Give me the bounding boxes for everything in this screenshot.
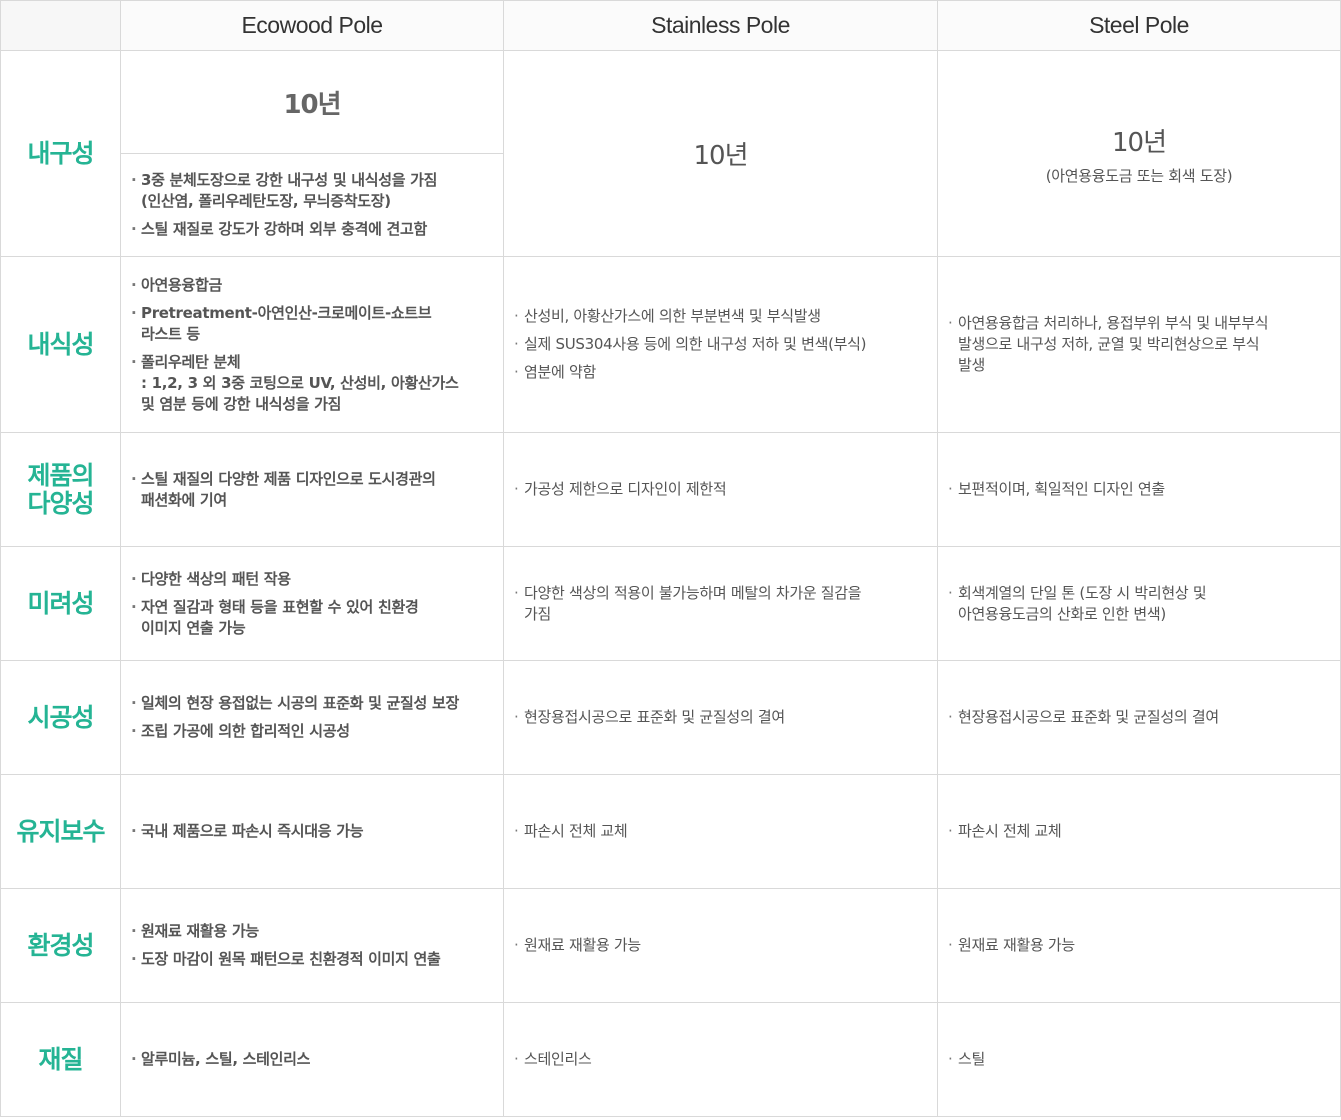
header-ecowood: Ecowood Pole bbox=[120, 0, 504, 51]
category-corrosion: 내식성 bbox=[0, 256, 121, 433]
category-material: 재질 bbox=[0, 1002, 121, 1117]
category-environment: 환경성 bbox=[0, 888, 121, 1003]
bullet-item: 보편적이며, 획일적인 디자인 연출 bbox=[948, 479, 1330, 500]
steel-durability-years: 10년 bbox=[1111, 127, 1167, 158]
ecowood-material-list: 알루미늄, 스틸, 스테인리스 bbox=[120, 1002, 504, 1117]
bullet-item: 파손시 전체 교체 bbox=[948, 821, 1330, 842]
bullet-item: 국내 제품으로 파손시 즉시대응 가능 bbox=[131, 821, 493, 842]
bullet-item: 현장용접시공으로 표준화 및 균질성의 결여 bbox=[514, 707, 927, 728]
bullet-item: 아연용융합금 bbox=[131, 275, 493, 296]
header-row: Ecowood Pole Stainless Pole Steel Pole bbox=[0, 0, 1341, 51]
bullet-item: 원재료 재활용 가능 bbox=[948, 935, 1330, 956]
row-aesthetics: 미려성 다양한 색상의 패턴 작용자연 질감과 형태 등을 표현할 수 있어 친… bbox=[0, 546, 1341, 661]
steel-material-list: 스틸 bbox=[937, 1002, 1341, 1117]
header-steel: Steel Pole bbox=[937, 0, 1341, 51]
category-aesthetics: 미려성 bbox=[0, 546, 121, 661]
header-stainless: Stainless Pole bbox=[503, 0, 938, 51]
ecowood-durability-years: 10년 bbox=[120, 50, 504, 154]
row-corrosion: 내식성 아연용융합금 Pretreatment-아연인산-크로메이트-쇼트브라스트… bbox=[0, 256, 1341, 433]
bullet-item: 원재료 재활용 가능 bbox=[131, 921, 493, 942]
stainless-environment-list: 원재료 재활용 가능 bbox=[503, 888, 938, 1003]
bullet-item: 산성비, 아황산가스에 의한 부분변색 및 부식발생 bbox=[514, 306, 927, 327]
steel-variety-list: 보편적이며, 획일적인 디자인 연출 bbox=[937, 432, 1341, 547]
category-variety: 제품의 다양성 bbox=[0, 432, 121, 547]
steel-durability-cell: 10년 (아연용융도금 또는 회색 도장) bbox=[937, 50, 1341, 257]
steel-construction-list: 현장용접시공으로 표준화 및 균질성의 결여 bbox=[937, 660, 1341, 775]
category-construction: 시공성 bbox=[0, 660, 121, 775]
category-maintenance: 유지보수 bbox=[0, 774, 121, 889]
bullet-item: 조립 가공에 의한 합리적인 시공성 bbox=[131, 721, 493, 742]
row-maintenance: 유지보수 국내 제품으로 파손시 즉시대응 가능 파손시 전체 교체 파손시 전… bbox=[0, 774, 1341, 889]
ecowood-maintenance-list: 국내 제품으로 파손시 즉시대응 가능 bbox=[120, 774, 504, 889]
stainless-durability-years: 10년 bbox=[503, 50, 938, 257]
bullet-item: 3중 분체도장으로 강한 내구성 및 내식성을 가짐(인산염, 폴리우레탄도장,… bbox=[131, 170, 493, 212]
category-durability: 내구성 bbox=[0, 50, 121, 257]
ecowood-construction-list: 일체의 현장 용접없는 시공의 표준화 및 균질성 보장조립 가공에 의한 합리… bbox=[120, 660, 504, 775]
bullet-item: 폴리우레탄 분체: 1,2, 3 외 3중 코팅으로 UV, 산성비, 아황산가… bbox=[131, 352, 493, 415]
header-corner bbox=[0, 0, 121, 51]
row-material: 재질 알루미늄, 스틸, 스테인리스 스테인리스 스틸 bbox=[0, 1002, 1341, 1117]
bullet-item: 도장 마감이 원목 패턴으로 친환경적 이미지 연출 bbox=[131, 949, 493, 970]
bullet-item: 알루미늄, 스틸, 스테인리스 bbox=[131, 1049, 493, 1070]
stainless-corrosion-list: 산성비, 아황산가스에 의한 부분변색 및 부식발생실제 SUS304사용 등에… bbox=[503, 256, 938, 433]
steel-maintenance-list: 파손시 전체 교체 bbox=[937, 774, 1341, 889]
bullet-item: 파손시 전체 교체 bbox=[514, 821, 927, 842]
steel-durability-note: (아연용융도금 또는 회색 도장) bbox=[1045, 166, 1233, 185]
bullet-item: 스틸 bbox=[948, 1049, 1330, 1070]
bullet-item: 스틸 재질로 강도가 강하며 외부 충격에 견고함 bbox=[131, 219, 493, 240]
stainless-material-list: 스테인리스 bbox=[503, 1002, 938, 1117]
bullet-item: 염분에 약함 bbox=[514, 362, 927, 383]
steel-environment-list: 원재료 재활용 가능 bbox=[937, 888, 1341, 1003]
row-durability: 내구성 10년 10년 10년 (아연용융도금 또는 회색 도장) bbox=[0, 50, 1341, 257]
bullet-item: 다양한 색상의 패턴 작용 bbox=[131, 569, 493, 590]
ecowood-durability-list: 3중 분체도장으로 강한 내구성 및 내식성을 가짐(인산염, 폴리우레탄도장,… bbox=[120, 153, 504, 257]
stainless-construction-list: 현장용접시공으로 표준화 및 균질성의 결여 bbox=[503, 660, 938, 775]
stainless-variety-list: 가공성 제한으로 디자인이 제한적 bbox=[503, 432, 938, 547]
ecowood-environment-list: 원재료 재활용 가능도장 마감이 원목 패턴으로 친환경적 이미지 연출 bbox=[120, 888, 504, 1003]
row-environment: 환경성 원재료 재활용 가능도장 마감이 원목 패턴으로 친환경적 이미지 연출… bbox=[0, 888, 1341, 1003]
row-durability-detail: 3중 분체도장으로 강한 내구성 및 내식성을 가짐(인산염, 폴리우레탄도장,… bbox=[1, 153, 1341, 257]
bullet-item: 일체의 현장 용접없는 시공의 표준화 및 균질성 보장 bbox=[131, 693, 493, 714]
ecowood-aesthetics-list: 다양한 색상의 패턴 작용자연 질감과 형태 등을 표현할 수 있어 친환경이미… bbox=[120, 546, 504, 661]
bullet-item: 가공성 제한으로 디자인이 제한적 bbox=[514, 479, 927, 500]
row-construction: 시공성 일체의 현장 용접없는 시공의 표준화 및 균질성 보장조립 가공에 의… bbox=[0, 660, 1341, 775]
bullet-item: 원재료 재활용 가능 bbox=[514, 935, 927, 956]
bullet-item: 현장용접시공으로 표준화 및 균질성의 결여 bbox=[948, 707, 1330, 728]
bullet-item: 스테인리스 bbox=[514, 1049, 927, 1070]
stainless-maintenance-list: 파손시 전체 교체 bbox=[503, 774, 938, 889]
bullet-item: 실제 SUS304사용 등에 의한 내구성 저하 및 변색(부식) bbox=[514, 334, 927, 355]
